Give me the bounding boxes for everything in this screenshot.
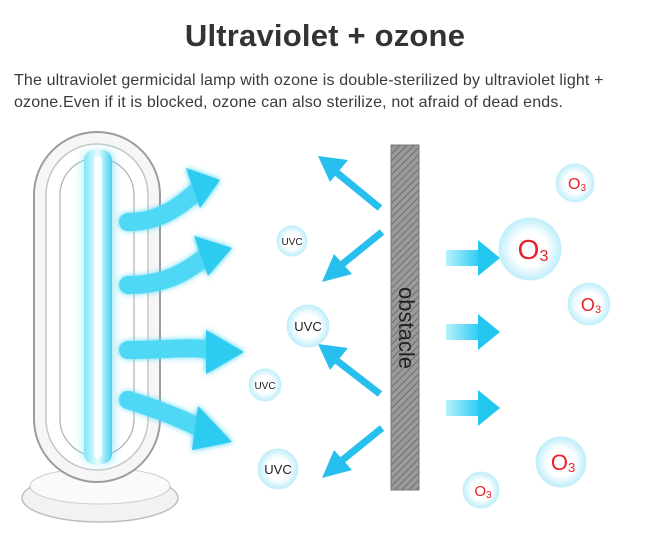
obstacle-label: obstacle — [394, 287, 419, 369]
ozone-subscript: 3 — [486, 490, 492, 501]
uv-light-rays — [119, 168, 244, 450]
svg-text:O3: O3 — [551, 450, 575, 475]
description-line-1: The ultraviolet germicidal lamp with ozo… — [14, 72, 604, 89]
description-line-2: ozone.Even if it is blocked, ozone can a… — [14, 94, 564, 111]
ozone-subscript: 3 — [568, 460, 575, 475]
svg-text:O3: O3 — [581, 295, 601, 316]
uvc-bubble-3: UVC — [248, 368, 282, 402]
ozone-subscript: 3 — [595, 304, 601, 316]
uvc-label: UVC — [281, 237, 302, 248]
page-title: Ultraviolet + ozone — [184, 18, 466, 53]
svg-text:O3: O3 — [518, 234, 549, 265]
ozone-bubble-4: O3 — [535, 436, 587, 488]
uv-lamp — [21, 131, 179, 523]
ozone-arrow-1 — [446, 240, 500, 276]
ozone-bubble-2: O3 — [498, 217, 562, 281]
reflected-uv-arrows — [318, 156, 385, 478]
reflected-arrow-1 — [318, 156, 383, 211]
uvc-bubble-2: UVC — [286, 304, 330, 348]
reflected-arrow-4 — [322, 425, 385, 478]
ozone-bubble-3: O3 — [567, 282, 611, 326]
description: The ultraviolet germicidal lamp with ozo… — [14, 70, 644, 114]
ozone-bubble-1: O3 — [555, 163, 595, 203]
ozone-bubble-5: O3 — [462, 471, 500, 509]
ozone-label: O — [518, 234, 540, 265]
ozone-label: O — [581, 295, 595, 315]
svg-text:O3: O3 — [474, 483, 492, 501]
ozone-label: O — [551, 450, 568, 475]
uvc-bubble-1: UVC — [276, 225, 308, 257]
ozone-label: O — [474, 483, 486, 500]
uvc-label: UVC — [264, 462, 291, 477]
reflected-arrow-3 — [318, 344, 383, 397]
svg-text:O3: O3 — [568, 176, 586, 194]
uvc-label: UVC — [294, 319, 321, 334]
ozone-subscript: 3 — [539, 248, 548, 265]
ozone-arrows — [446, 240, 500, 426]
uvc-label: UVC — [254, 381, 275, 392]
ozone-arrow-3 — [446, 390, 500, 426]
ozone-arrow-2 — [446, 314, 500, 350]
ozone-subscript: 3 — [580, 183, 586, 194]
reflected-arrow-2 — [322, 229, 385, 282]
ozone-label: O — [568, 176, 580, 193]
obstacle-wall: obstacle — [390, 144, 420, 491]
uvc-bubble-4: UVC — [257, 448, 299, 490]
